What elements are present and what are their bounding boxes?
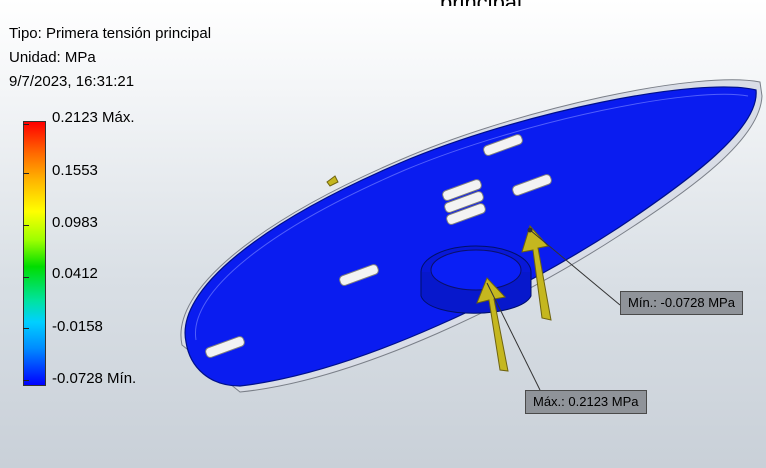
legend-label-4: 0.0412 [52, 265, 98, 282]
legend-label-max: 0.2123 Máx. [52, 109, 135, 126]
cropped-header-text: principal [440, 0, 640, 6]
max-stress-callout[interactable]: Máx.: 0.2123 MPa [525, 390, 647, 414]
legend-tick [23, 380, 29, 381]
result-type-label: Tipo: Primera tensión principal [9, 25, 212, 42]
legend-label-3: 0.0983 [52, 214, 98, 231]
result-timestamp-label: 9/7/2023, 16:31:21 [9, 73, 135, 90]
legend-tick [23, 277, 29, 278]
callout-leader-line [486, 227, 621, 391]
color-legend-bar [23, 121, 46, 386]
result-info-panel: Tipo: Primera tensión principal Unidad: … [9, 22, 211, 94]
disc-edge-line [194, 93, 749, 341]
legend-tick [23, 328, 29, 329]
central-boss [420, 245, 532, 314]
legend-tick [23, 225, 29, 226]
result-unit-label: Unidad: MPa [9, 49, 96, 66]
mounting-slot [205, 134, 552, 358]
legend-label-5: -0.0158 [52, 318, 103, 335]
legend-label-min: -0.0728 Mín. [52, 370, 137, 387]
legend-tick [23, 173, 29, 174]
legend-tick [23, 124, 29, 125]
min-stress-callout[interactable]: Mín.: -0.0728 MPa [620, 291, 743, 315]
load-arrow [326, 175, 552, 372]
legend-label-2: 0.1553 [52, 162, 98, 179]
disc-surface [184, 86, 757, 387]
